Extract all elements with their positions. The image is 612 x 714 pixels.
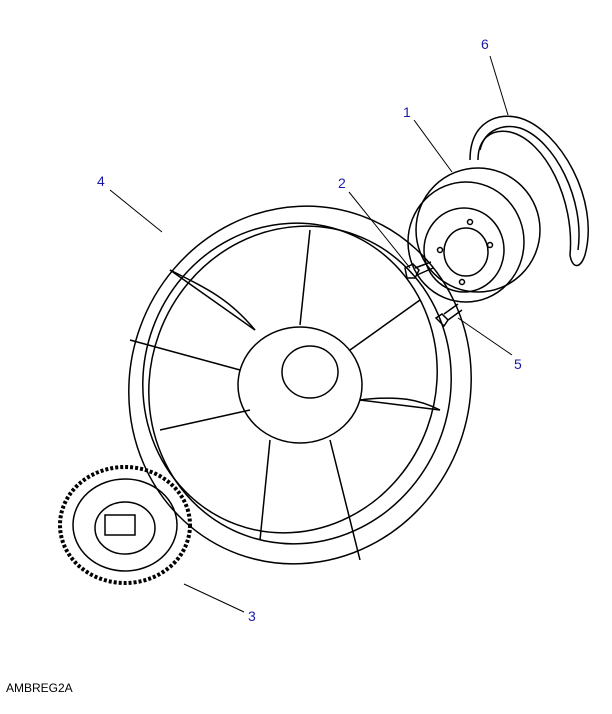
fan (128, 205, 472, 565)
leader-lines (109, 55, 513, 613)
bolt-2 (404, 261, 434, 279)
drive-belt (469, 115, 589, 267)
diagram-caption: AMBREG2A (6, 681, 73, 695)
callout-5: 5 (514, 356, 522, 372)
callout-2: 2 (338, 175, 346, 191)
viscous-coupling (58, 465, 192, 585)
callout-3: 3 (248, 608, 256, 624)
pulley (407, 167, 541, 303)
bolt-5 (434, 303, 463, 328)
callout-6: 6 (481, 36, 489, 52)
callout-1: 1 (403, 104, 411, 120)
callout-4: 4 (97, 173, 105, 189)
